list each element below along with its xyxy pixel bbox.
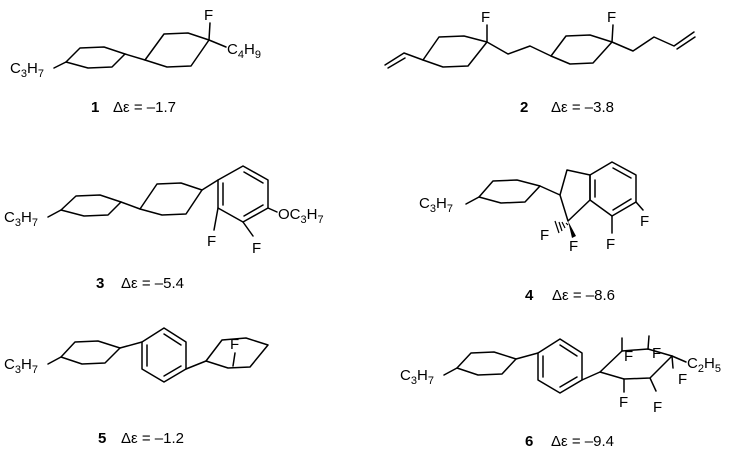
- compound-number: 5: [98, 430, 106, 447]
- bond: [208, 39, 227, 48]
- propyl-group-1: C3H7: [4, 356, 38, 376]
- axial-bond: [649, 377, 657, 392]
- bond: [47, 356, 62, 365]
- axial-bond: [647, 335, 650, 350]
- cyclohexane-ring: [422, 35, 488, 68]
- cyclohexane-ring: [65, 46, 126, 69]
- fluorine-atom: F: [252, 240, 261, 257]
- benzene-ring: [141, 327, 187, 383]
- bond: [671, 355, 687, 363]
- fluorine-atom: F: [653, 399, 662, 416]
- cyclohexane-ring: [60, 340, 121, 365]
- fluorine-atom: F: [540, 227, 549, 244]
- compound-6: C3H7 F F F F F C2H5 6 Δε = –9.4: [400, 335, 721, 450]
- bond: [465, 196, 480, 205]
- fluorine-atom: F: [678, 371, 687, 388]
- cyclohexane-ring: [550, 34, 613, 65]
- double-bond-line: [387, 57, 406, 69]
- bond: [443, 367, 458, 376]
- compound-number: 1: [91, 99, 99, 116]
- bond: [47, 209, 62, 218]
- ethyl-group: C2H5: [687, 355, 721, 375]
- fluorine-atom: F: [640, 213, 649, 230]
- propyl-group-1: C3H7: [10, 60, 44, 80]
- aromatic-double-bond: [163, 365, 182, 377]
- dielectric-anisotropy-label: Δε = –5.4: [121, 275, 184, 292]
- aromatic-double-bond: [243, 204, 264, 217]
- bond: [119, 341, 143, 349]
- dielectric-anisotropy-label: Δε = –3.8: [551, 99, 614, 116]
- benzene-ring: [217, 165, 269, 223]
- bond: [208, 22, 211, 41]
- aromatic-double-bond: [163, 333, 182, 346]
- bond: [242, 221, 254, 237]
- benzene-ring: [537, 338, 583, 394]
- bond: [185, 360, 207, 370]
- propoxy-group: OC3H7: [278, 206, 324, 226]
- aromatic-double-bond: [243, 171, 264, 184]
- fluorine-atom: F: [606, 236, 615, 253]
- axial-bond: [671, 355, 674, 369]
- compound-3: C3H7 F F OC3H7 3 Δε = –5.4: [4, 165, 324, 292]
- compound-number: 3: [96, 275, 104, 292]
- cyclohexane-ring: [478, 179, 541, 204]
- cyclopentane-ring: [559, 169, 591, 222]
- fluorine-atom: F: [481, 9, 490, 26]
- compound-number: 2: [520, 99, 528, 116]
- compound-2: F F 2 Δε = –3.8: [384, 9, 696, 116]
- dielectric-anisotropy-label: Δε = –8.6: [552, 287, 615, 304]
- hashed-bond: [554, 220, 569, 234]
- fluorine-atom: F: [652, 345, 661, 362]
- cyclohexane-ring: [139, 182, 203, 216]
- bond: [232, 352, 236, 367]
- compound-number: 6: [525, 433, 533, 450]
- aromatic-double-bond: [612, 198, 632, 211]
- dielectric-anisotropy-label: Δε = –9.4: [551, 433, 614, 450]
- fluorine-atom: F: [624, 348, 633, 365]
- benzene-ring: [589, 161, 637, 217]
- bond: [267, 207, 278, 213]
- bond: [581, 371, 601, 381]
- fluorine-atom: F: [204, 7, 213, 24]
- bond: [53, 61, 67, 69]
- double-bond-line: [676, 36, 696, 50]
- aromatic-double-bond: [559, 376, 578, 388]
- ethylene-bridge: [486, 41, 552, 57]
- fluorine-atom: F: [619, 394, 628, 411]
- vinyl-bond: [384, 52, 424, 66]
- compound-4: C3H7 F F F F 4 Δε = –8.6: [419, 161, 649, 304]
- propyl-group-1: C3H7: [400, 367, 434, 387]
- wedge-bond: [568, 221, 576, 238]
- cyclohexane-ring: [144, 32, 210, 68]
- propyl-group-1: C3H7: [4, 209, 38, 229]
- butenyl-chain: [611, 31, 695, 52]
- aromatic-double-bond: [559, 344, 578, 357]
- aromatic-double-bond: [612, 167, 632, 179]
- bond: [213, 207, 219, 231]
- bond: [611, 24, 614, 43]
- bond: [515, 352, 539, 360]
- bond: [635, 201, 644, 211]
- cyclohexane-ring: [205, 337, 269, 369]
- fluorine-atom: F: [230, 336, 239, 353]
- cyclohexane-ring: [60, 194, 122, 217]
- butyl-group: C4H9: [227, 41, 261, 61]
- fluorine-atom: F: [207, 233, 216, 250]
- bond: [201, 179, 219, 191]
- propyl-group-1: C3H7: [419, 195, 453, 215]
- bond: [539, 185, 561, 196]
- bond: [120, 201, 141, 210]
- fluorine-atom: F: [607, 9, 616, 26]
- bond: [124, 53, 146, 61]
- compound-number: 4: [525, 287, 534, 304]
- dielectric-anisotropy-label: Δε = –1.7: [113, 99, 176, 116]
- compound-1: C3H7 F C4H9 1 Δε = –1.7: [10, 7, 261, 116]
- dielectric-anisotropy-label: Δε = –1.2: [121, 430, 184, 447]
- compound-5: C3H7 F 5 Δε = –1.2: [4, 327, 269, 447]
- fluorine-atom: F: [569, 238, 578, 255]
- cyclohexane-ring: [599, 348, 673, 380]
- cyclohexane-ring: [456, 351, 517, 376]
